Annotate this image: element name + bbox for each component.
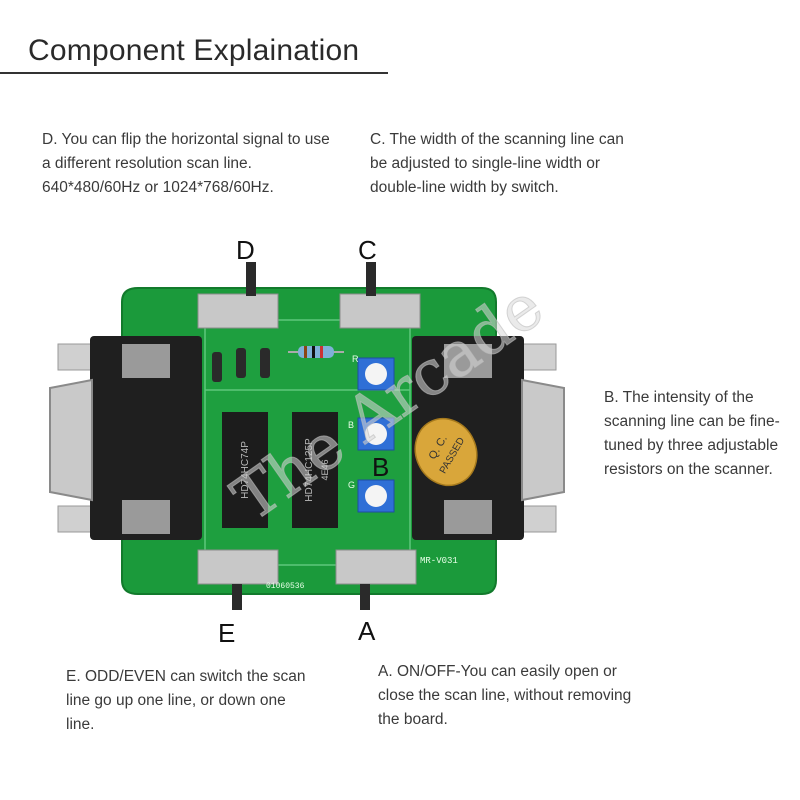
pot-r-label: R: [352, 354, 359, 364]
label-d: D: [236, 235, 255, 265]
title-underline: [0, 72, 388, 74]
description-b: B. The intensity of the scanning line ca…: [604, 389, 780, 478]
ic-chip-2-label: HD74HC125P: [304, 438, 315, 502]
board-serial-label: 01060536: [266, 582, 305, 591]
switch-c: [339, 262, 421, 329]
pot-g-label: G: [348, 480, 355, 490]
trimmer-pot-r: R: [352, 354, 395, 391]
pcb-silkscreen-box: [204, 319, 411, 566]
board-model-label: MR-V031: [420, 556, 458, 566]
description-e: E. ODD/EVEN can switch the scan line go …: [66, 668, 306, 733]
trimmer-pot-g: G: [348, 479, 395, 513]
resistor: [288, 346, 344, 358]
page-title: Component Explaination: [28, 34, 360, 67]
ic-chip-1-label: HD74HC74P: [240, 441, 251, 499]
diodes: [212, 348, 270, 382]
vga-connector-left: [49, 336, 202, 540]
qc-passed-sticker: Q. C. PASSED: [414, 417, 478, 487]
ic-chip-2: HD74HC125P 4E46: [292, 412, 338, 528]
switch-d: [197, 262, 279, 329]
label-a: A: [358, 616, 376, 646]
pot-b-label: B: [348, 420, 354, 430]
label-c: C: [358, 235, 377, 265]
switch-a: [335, 549, 417, 610]
ic-chip-1: HD74HC74P: [222, 412, 268, 528]
ic-chip-2-code: 4E46: [320, 459, 330, 480]
label-b: B: [372, 452, 390, 482]
description-a: A. ON/OFF-You can easily open or close t…: [378, 663, 632, 728]
trimmer-pot-b: B: [348, 417, 395, 451]
label-e: E: [218, 618, 236, 648]
description-c: C. The width of the scanning line can be…: [370, 131, 624, 196]
switch-e: [197, 549, 279, 610]
description-d: D. You can flip the horizontal signal to…: [42, 131, 330, 196]
